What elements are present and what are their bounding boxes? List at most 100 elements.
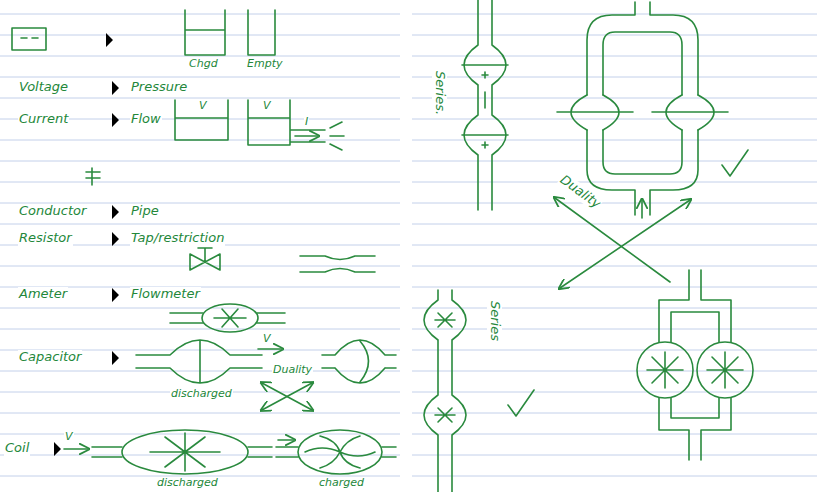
paper-rule	[412, 35, 817, 36]
handwritten-label: V	[64, 431, 74, 444]
duality-arrow	[262, 383, 312, 410]
capacitors-in-series	[462, 0, 508, 210]
capacitor-discharged	[136, 340, 262, 383]
handwritten-label: Chgd	[188, 58, 219, 71]
left-page-ink	[12, 10, 396, 474]
flowmeter-body	[202, 304, 258, 332]
handwritten-label: Coil	[4, 441, 30, 456]
empty-tank	[248, 10, 275, 55]
handwritten-label: V	[262, 100, 272, 113]
check-mark	[508, 390, 534, 416]
paper-rule	[412, 413, 817, 414]
flowmeter-vanes	[214, 309, 246, 327]
paper-rule	[412, 224, 817, 225]
paper-rule	[412, 203, 817, 204]
handwritten-label: Duality	[556, 172, 604, 212]
handwritten-label: Conductor	[18, 204, 87, 219]
handwritten-label: Series	[487, 300, 502, 342]
battery-symbol	[12, 28, 46, 50]
handwritten-label: Pipe	[130, 204, 160, 219]
paper-rule	[412, 308, 817, 309]
paper-rule	[0, 329, 400, 330]
implies-arrow	[96, 205, 119, 219]
paper-rule	[412, 371, 817, 372]
paper-rule	[0, 455, 400, 456]
coil-vanes	[150, 433, 220, 471]
coils-in-series	[424, 290, 466, 492]
handwritten-label: V	[198, 100, 208, 113]
implies-arrow	[90, 33, 113, 47]
paper-rule	[412, 161, 817, 162]
paper-rule	[412, 98, 817, 99]
parallel-bottom-pipe	[659, 398, 731, 460]
flow-arrow	[278, 439, 294, 441]
implies-arrow	[96, 81, 119, 95]
water-tank	[175, 100, 228, 140]
flow-arrow	[641, 200, 643, 218]
paper-rule	[0, 308, 400, 309]
paper-rule	[0, 98, 400, 99]
handwritten-label: discharged	[170, 388, 233, 401]
capacitors-in-parallel	[557, 95, 728, 130]
duality-arrow	[555, 198, 670, 282]
handwritten-label: Flow	[130, 112, 162, 127]
coil-discharged	[122, 430, 248, 474]
implies-arrow	[38, 442, 61, 456]
coil-vanes-twisted	[305, 436, 375, 468]
paper-rule	[0, 224, 400, 225]
paper-rule	[0, 77, 400, 78]
handwritten-label: V	[262, 333, 272, 346]
paper-rule	[412, 287, 817, 288]
handwritten-label: Pressure	[130, 80, 188, 95]
scribble	[86, 168, 100, 185]
handwritten-label: Capacitor	[18, 350, 82, 365]
paper-rule	[412, 77, 817, 78]
check-mark	[722, 150, 748, 176]
ruled-paper-lines	[0, 14, 817, 476]
handwritten-label: Voltage	[18, 80, 69, 95]
paper-rule	[412, 266, 817, 267]
parallel-top-pipe	[659, 270, 731, 342]
charged-tank	[185, 10, 225, 55]
voltage-arrow	[258, 348, 282, 350]
paper-rule	[0, 434, 400, 435]
water-spray	[330, 122, 344, 150]
implies-arrow	[96, 351, 119, 365]
coil-vanes	[435, 313, 455, 422]
voltage-arrow	[64, 448, 88, 450]
handwritten-label: Duality	[272, 364, 313, 377]
paper-rule	[412, 434, 817, 435]
paper-rule	[412, 140, 817, 141]
paper-rule	[412, 329, 817, 330]
paper-rule	[412, 56, 817, 57]
paper-rule	[0, 14, 400, 15]
draining-tank	[248, 100, 325, 145]
handwritten-label: discharged	[156, 477, 219, 490]
battery-marks	[21, 37, 38, 39]
implies-arrow	[96, 288, 119, 302]
restriction-pipe	[300, 256, 375, 272]
paper-rule	[412, 455, 817, 456]
paper-rule	[0, 182, 400, 183]
handwritten-label: Flowmeter	[130, 287, 201, 302]
paper-rule	[0, 266, 400, 267]
paper-rule	[412, 476, 817, 477]
handwritten-label: Ameter	[18, 287, 68, 302]
paper-rule	[412, 350, 817, 351]
parallel-top-pipe	[587, 2, 698, 95]
right-page-ink	[424, 0, 753, 492]
paper-rule	[412, 182, 817, 183]
handwritten-label: Tap/restriction	[130, 231, 225, 246]
paper-rule	[0, 35, 400, 36]
paper-rule	[0, 161, 400, 162]
duality-arrow	[262, 383, 312, 410]
implies-arrow	[96, 232, 119, 246]
handwritten-label: charged	[318, 477, 365, 490]
paper-rule	[0, 413, 400, 414]
coil-vanes	[647, 352, 743, 388]
handwritten-label: Empty	[246, 58, 283, 71]
implies-arrow	[96, 113, 119, 127]
